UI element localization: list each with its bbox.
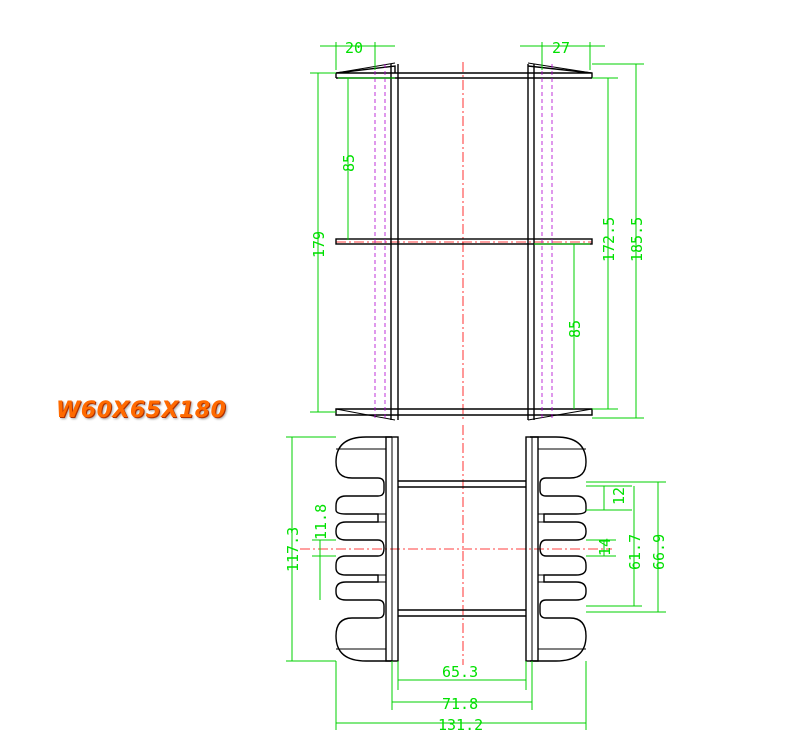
dim-172-5: 172.5 — [592, 77, 618, 410]
bottom-flange-taper-left — [335, 408, 396, 421]
top-flange-taper-right — [527, 62, 593, 74]
dim-20: 20 — [320, 39, 395, 70]
top-flange-taper-left — [335, 62, 396, 74]
dim-14-text: 14 — [596, 538, 614, 556]
end-view: 117.3 11.8 12 14 61.7 — [284, 425, 668, 734]
dim-12-text: 12 — [610, 487, 628, 505]
dim-172-5-text: 172.5 — [600, 217, 618, 262]
dim-185-5-text: 185.5 — [628, 217, 646, 262]
dim-27-text: 27 — [552, 39, 570, 57]
end-right-profile — [530, 436, 587, 662]
top-flange — [335, 65, 593, 79]
middle-plate — [335, 238, 593, 245]
dim-179-text: 179 — [310, 231, 328, 258]
dim-66-9-text: 66.9 — [650, 534, 668, 570]
dim-27: 27 — [520, 39, 605, 70]
dim-14: 14 — [586, 538, 616, 557]
dim-61-7-text: 61.7 — [626, 534, 644, 570]
dim-65-3-text: 65.3 — [442, 663, 478, 681]
dim-185-5: 185.5 — [592, 63, 646, 419]
side-view: 20 27 85 179 85 — [310, 39, 646, 421]
dim-65-3: 65.3 — [397, 661, 527, 690]
dim-11-8: 11.8 — [312, 504, 336, 600]
dim-117-3-text: 117.3 — [284, 527, 302, 572]
bottom-flange-taper-right — [527, 408, 593, 421]
dim-20-text: 20 — [345, 39, 363, 57]
end-left-profile — [335, 436, 392, 662]
dim-117-3: 117.3 — [284, 436, 336, 662]
dim-66-9: 66.9 — [586, 481, 668, 613]
dim-85-upper: 85 — [338, 77, 395, 240]
dim-12: 12 — [586, 485, 632, 511]
dim-61-7: 61.7 — [586, 486, 644, 607]
model-label: W60X65X180 — [56, 398, 227, 423]
dim-85-lower-text: 85 — [566, 320, 584, 338]
dim-131-2: 131.2 — [335, 661, 587, 734]
dim-71-8: 71.8 — [391, 661, 533, 713]
dim-85-lower: 85 — [534, 243, 590, 409]
dim-71-8-text: 71.8 — [442, 695, 478, 713]
dim-85-upper-text: 85 — [340, 154, 358, 172]
dim-11-8-text: 11.8 — [312, 504, 330, 540]
dim-179: 179 — [310, 72, 336, 413]
dim-131-2-text: 131.2 — [438, 716, 483, 734]
bottom-flange — [335, 408, 593, 416]
